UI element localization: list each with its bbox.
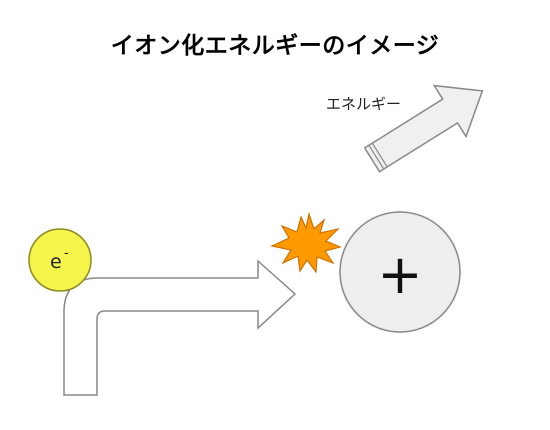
electron-symbol: e — [50, 251, 62, 273]
nucleus-particle: + — [339, 211, 461, 333]
nucleus-symbol: + — [377, 243, 422, 306]
electron-particle: e - — [28, 228, 92, 292]
electron-charge: - — [64, 246, 69, 261]
energy-label: エネルギー — [326, 95, 401, 113]
diagram-title: イオン化エネルギーのイメージ — [110, 33, 440, 59]
collision-burst-icon — [270, 211, 342, 274]
electron-path-arrow — [63, 259, 297, 396]
energy-arrow — [363, 84, 484, 173]
